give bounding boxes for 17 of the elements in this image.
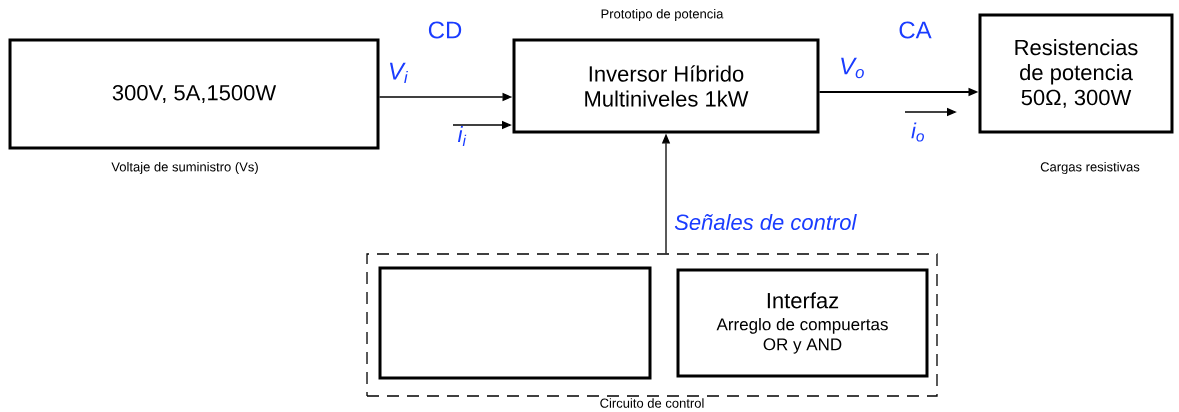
node-label: Circuito de control <box>600 398 704 408</box>
edge-label: Señales de control <box>673 212 858 232</box>
process-box: Inversor Híbrido Multiniveles 1kW <box>512 38 820 134</box>
process-box: Interfaz Arreglo de compuertas OR y AND <box>676 268 929 378</box>
node-label: Cargas resistivas <box>1040 161 1140 175</box>
dashed-group-box <box>366 253 938 397</box>
process-box: 300V, 5A,1500W <box>8 38 380 150</box>
process-box <box>378 266 652 380</box>
label: CA <box>899 21 932 39</box>
edge-label: V$_{i}$ <box>386 61 410 85</box>
label: i$_{i}$ <box>457 126 467 146</box>
node-label: Voltaje de suministro (Vs) <box>111 161 258 175</box>
edge-label: V$_{o}$ <box>838 56 866 80</box>
label: i$_{o}$ <box>911 122 924 142</box>
process-box: Resistencias de potencia 50Ω, 300W <box>978 13 1174 134</box>
label: CD <box>428 21 462 39</box>
node-label: Prototipo de potencia <box>601 8 724 22</box>
